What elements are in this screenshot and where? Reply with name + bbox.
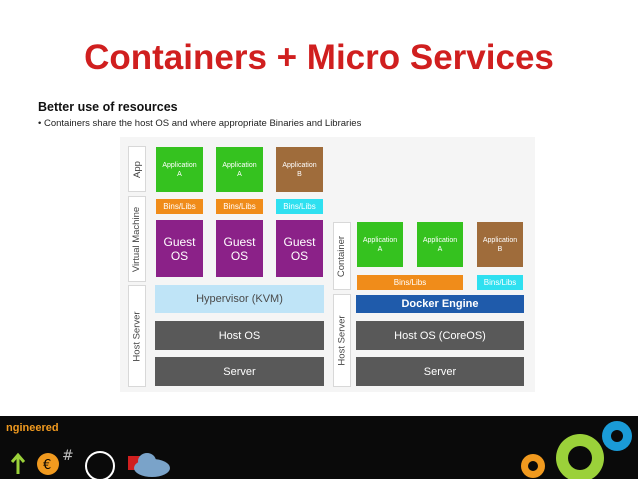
footer-icons-decoration: € #: [10, 448, 170, 479]
footer-brand: ngineered: [6, 422, 59, 434]
label-host-server-container: Host Server: [333, 294, 351, 387]
label-app: App: [128, 146, 146, 192]
gear-icon: [521, 421, 632, 479]
slide-title: Containers + Micro Services: [84, 38, 554, 77]
label-host-server-vm: Host Server: [128, 285, 146, 387]
svg-text:#: #: [62, 448, 74, 464]
svg-text:€: €: [43, 458, 51, 473]
vm-bins-3: Bins/Libs: [276, 199, 323, 214]
vm-server-layer: Server: [155, 357, 324, 386]
container-host-os-layer: Host OS (CoreOS): [356, 321, 524, 350]
euro-icon: €: [37, 453, 59, 475]
arrow-up-icon: [10, 452, 26, 474]
label-container: Container: [333, 222, 351, 290]
label-virtual-machine: Virtual Machine: [128, 196, 146, 282]
gears-decoration: [521, 421, 632, 479]
hypervisor-layer: Hypervisor (KVM): [155, 285, 324, 313]
hash-icon: #: [62, 448, 74, 464]
container-bins-b: Bins/Libs: [477, 275, 523, 290]
container-server-layer: Server: [356, 357, 524, 386]
container-bins-shared: Bins/Libs: [357, 275, 463, 290]
vm-bins-2: Bins/Libs: [216, 199, 263, 214]
subheading: Better use of resources: [38, 100, 178, 114]
vm-host-os-layer: Host OS: [155, 321, 324, 350]
docker-engine-layer: Docker Engine: [356, 295, 524, 313]
cloud-icon: [134, 453, 170, 477]
vm-bins-1: Bins/Libs: [156, 199, 203, 214]
circle-arrow-icon: [85, 451, 115, 479]
bullet-point: • Containers share the host OS and where…: [38, 118, 362, 129]
